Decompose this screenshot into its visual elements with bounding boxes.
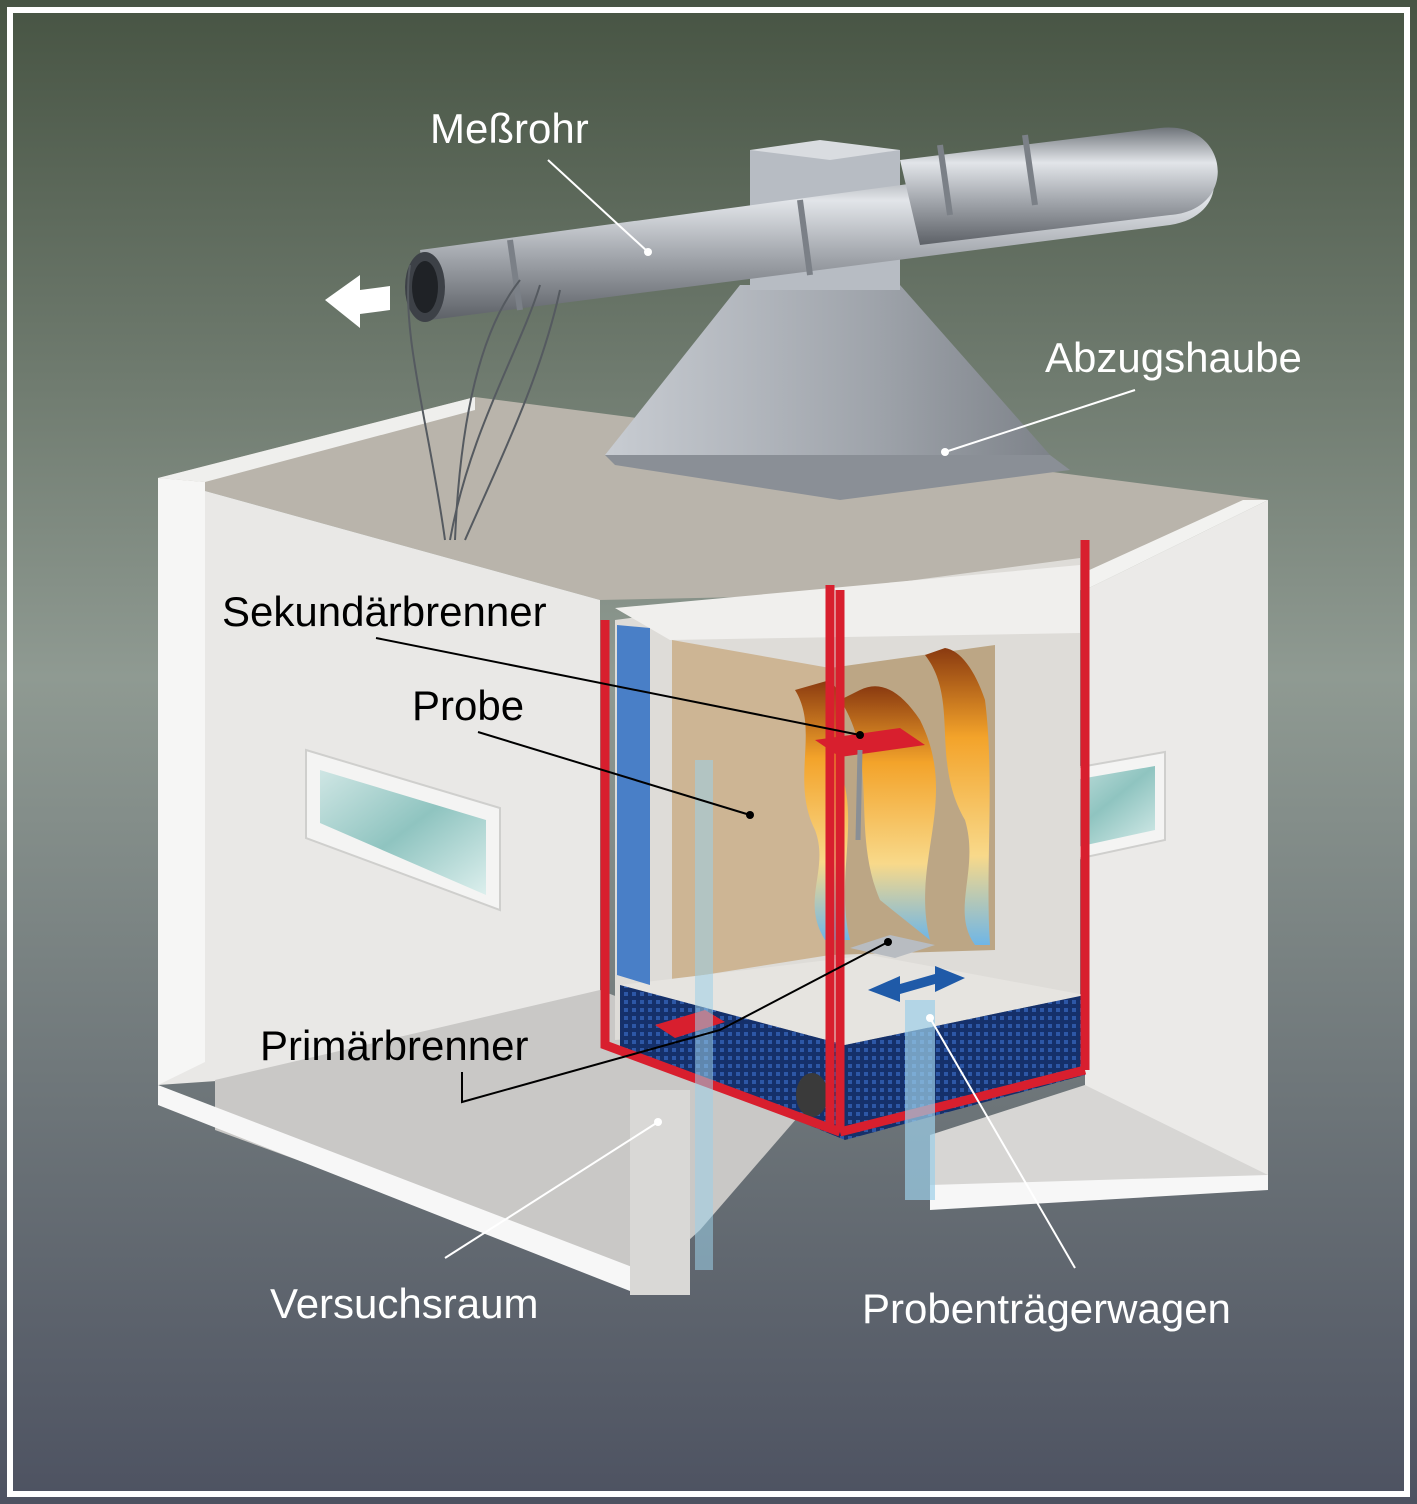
left-wall-shade bbox=[158, 478, 205, 1085]
primary-burner-grid bbox=[850, 935, 935, 958]
label-versuchsraum: Versuchsraum bbox=[270, 1280, 538, 1327]
leader-lines bbox=[375, 159, 1136, 1269]
glass-panel-front-right bbox=[905, 1000, 935, 1200]
enclosure-floor bbox=[620, 955, 1085, 1045]
measuring-duct bbox=[405, 127, 1218, 541]
right-wall bbox=[1085, 500, 1268, 1190]
label-probe: Probe bbox=[412, 682, 524, 729]
label-messrohr: Meßrohr bbox=[430, 105, 589, 152]
floor-slab-right bbox=[930, 1175, 1268, 1210]
glass-panel-front-left bbox=[695, 760, 713, 1270]
trolley-wheel bbox=[796, 1073, 828, 1117]
frame-border bbox=[7, 7, 1410, 1497]
roof-rim bbox=[158, 397, 475, 482]
floor-slab bbox=[158, 1085, 640, 1295]
roof bbox=[158, 397, 1268, 600]
room-floor-right bbox=[930, 1085, 1268, 1195]
label-primaerbrenner: Primärbrenner bbox=[260, 1022, 528, 1069]
sbi-apparatus bbox=[600, 540, 1090, 1270]
label-sekundaerbrenner: Sekundärbrenner bbox=[222, 588, 547, 635]
left-window bbox=[305, 748, 501, 912]
glass-panel-left bbox=[617, 625, 650, 985]
label-abzugshaube: Abzugshaube bbox=[1045, 334, 1302, 381]
label-probentraegerwagen: Probenträgerwagen bbox=[862, 1285, 1231, 1332]
red-frame bbox=[600, 540, 1090, 1137]
double-arrow-icon bbox=[868, 966, 965, 1002]
flame-right bbox=[925, 648, 990, 945]
arrow-left-icon bbox=[325, 275, 390, 328]
hood-bottom bbox=[615, 565, 1080, 640]
